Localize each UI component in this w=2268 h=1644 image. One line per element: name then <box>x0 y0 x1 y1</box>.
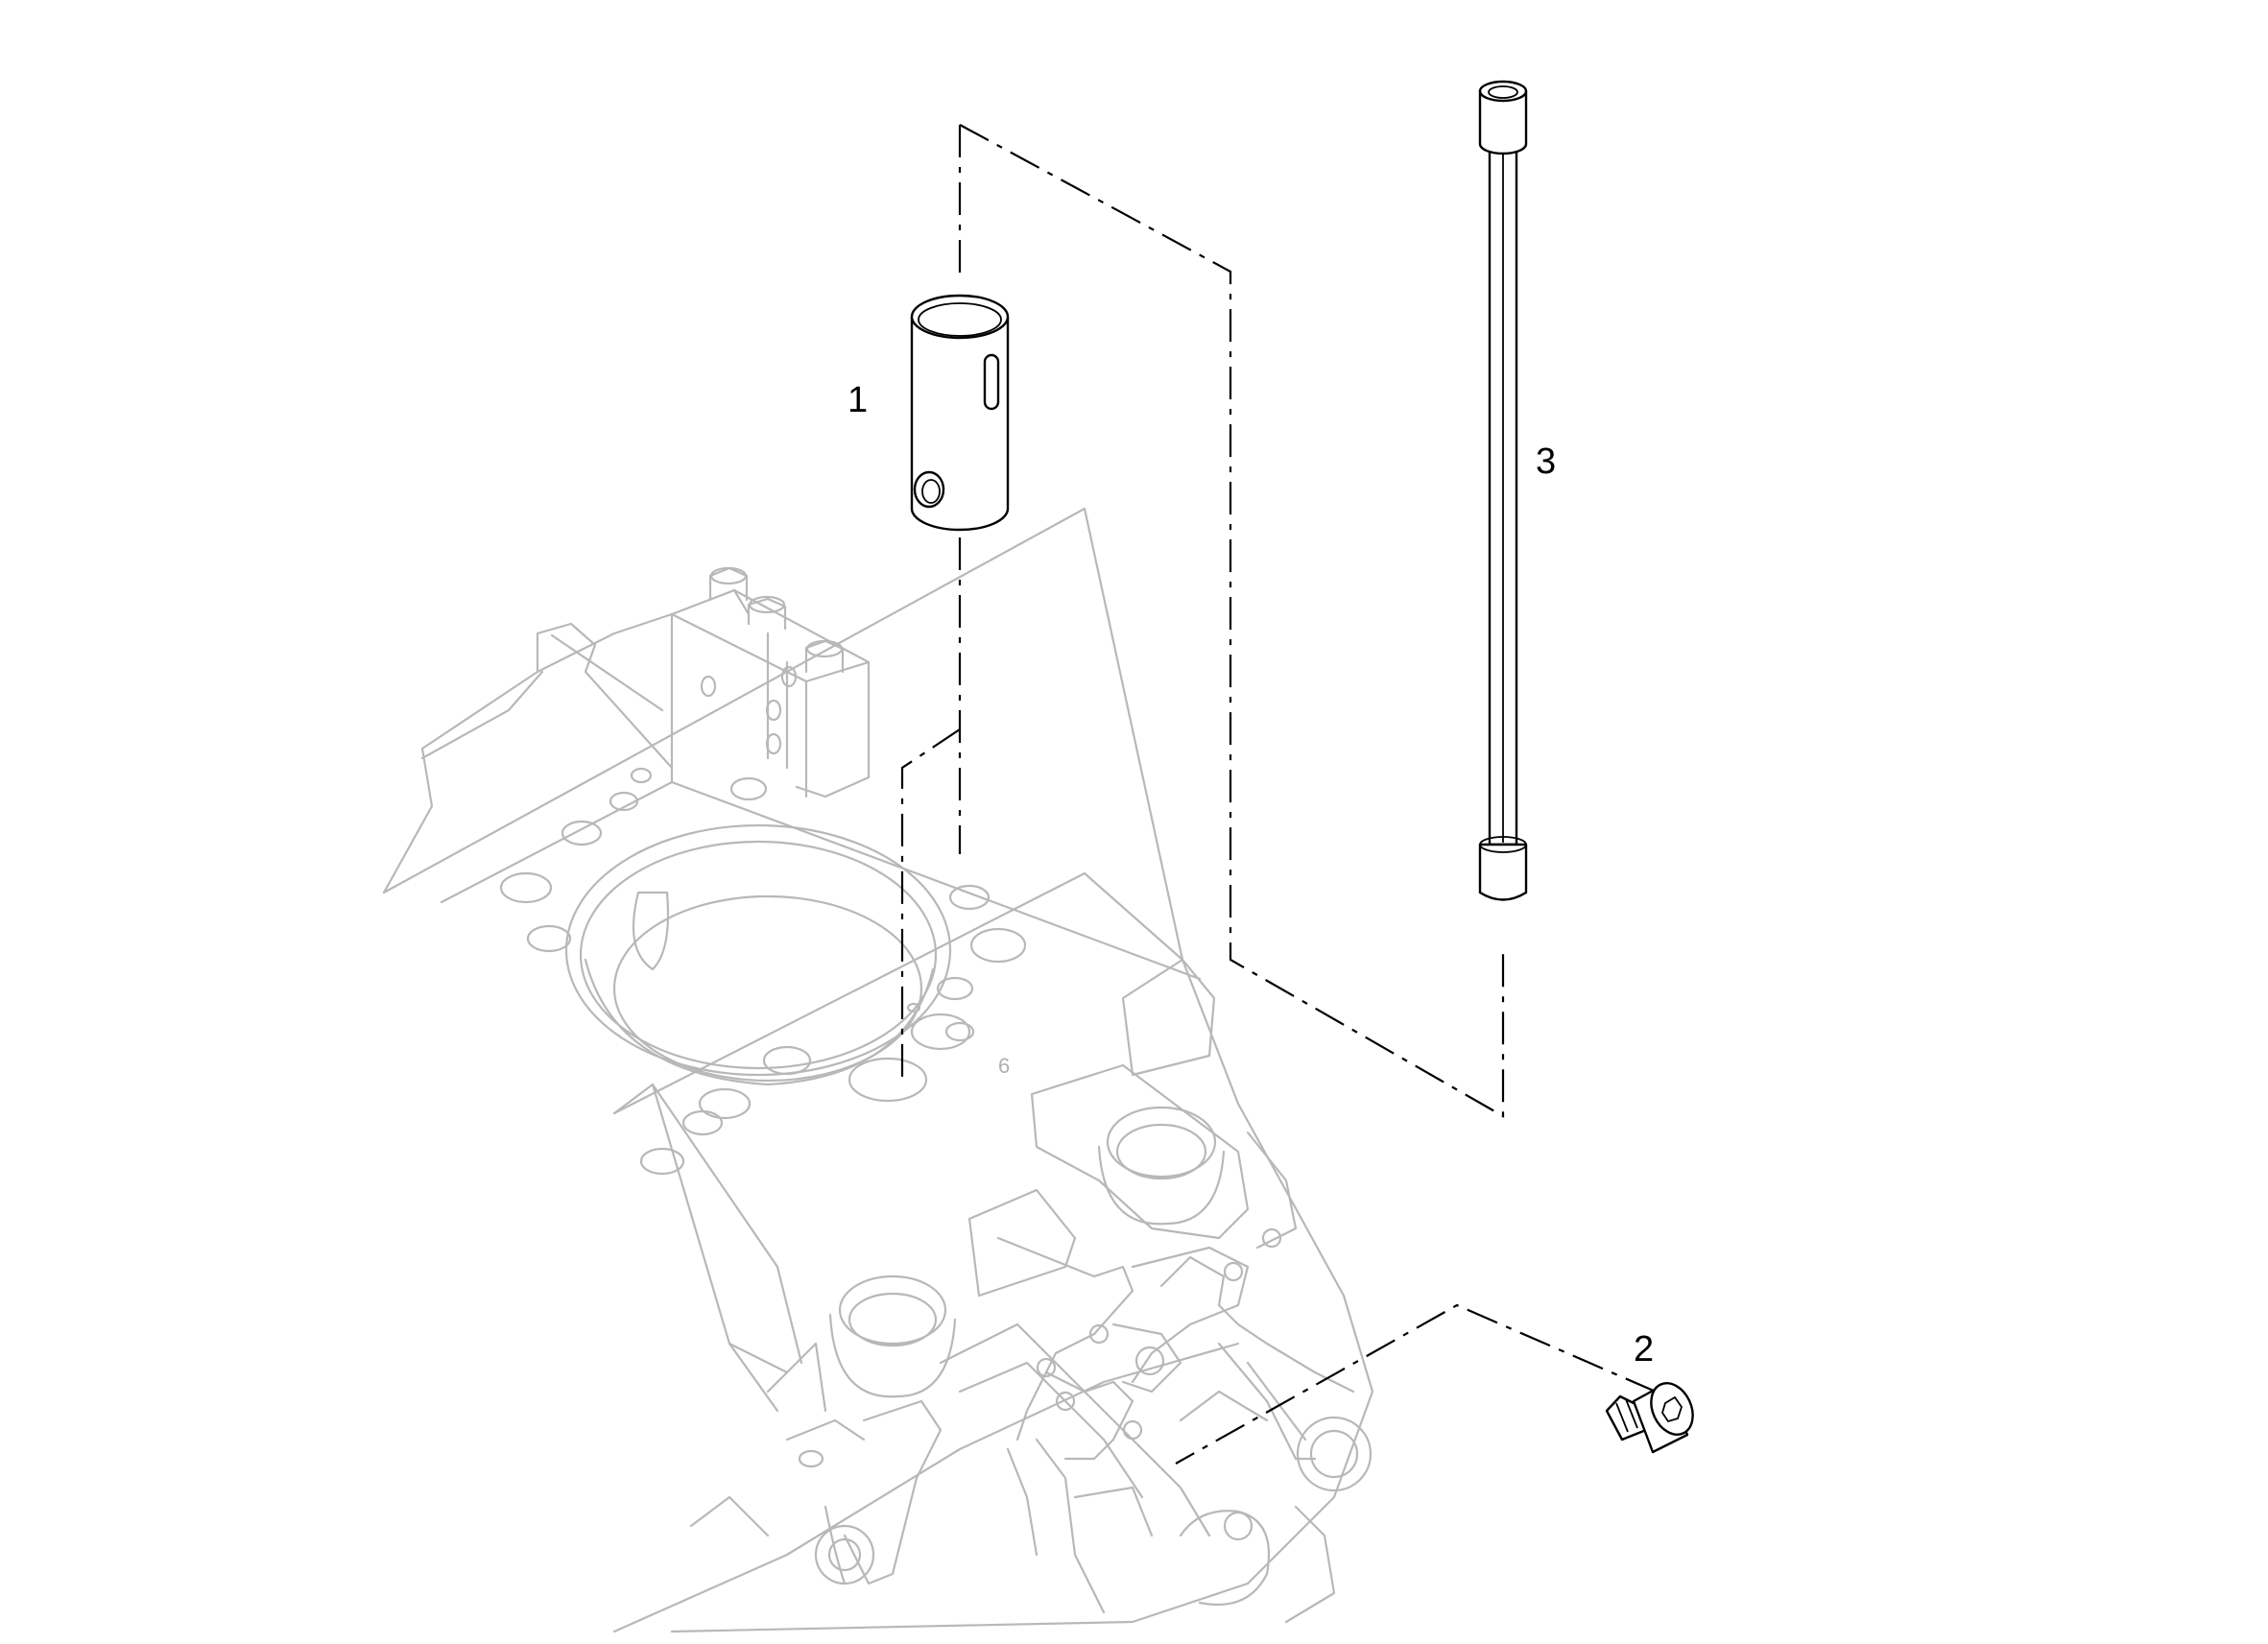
assembly-centerlines <box>900 124 1657 1465</box>
engine-block: 6 <box>382 507 1374 1633</box>
pushrod-part-3 <box>1478 80 1528 901</box>
tappet-part-1 <box>910 294 1010 532</box>
callout-1-label: 1 <box>848 380 869 420</box>
block-marking-text: 6 <box>998 1054 1010 1078</box>
callout-3-label: 3 <box>1536 441 1557 482</box>
callout-2-label: 2 <box>1634 1329 1655 1370</box>
screw-part-2 <box>1605 1382 1694 1454</box>
